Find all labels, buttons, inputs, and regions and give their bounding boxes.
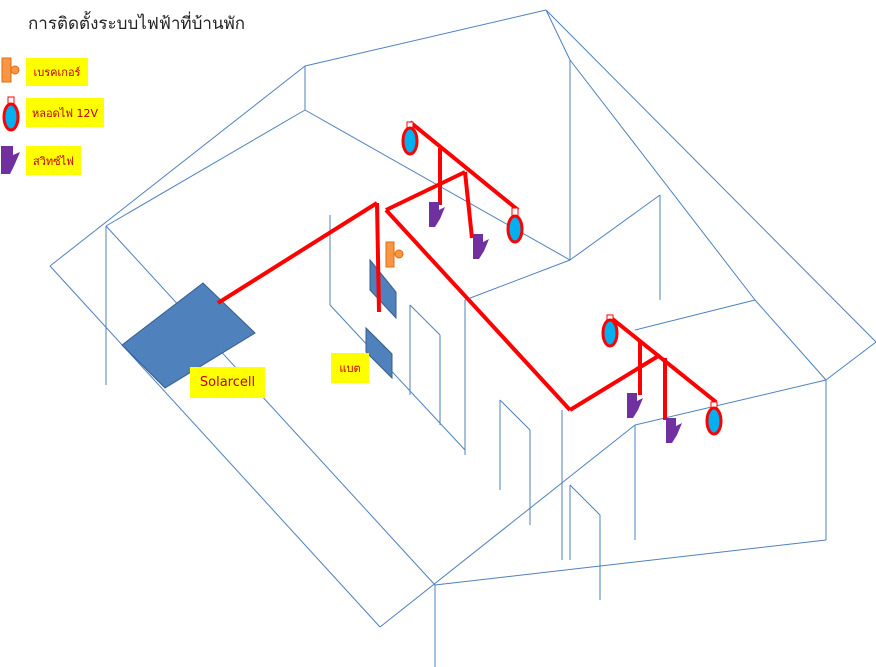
solarcell-label: Solarcell xyxy=(190,367,265,398)
solar-panel xyxy=(121,282,256,389)
battery-label: แบต xyxy=(331,353,369,383)
lamp-icon xyxy=(601,314,619,348)
legend-breaker-label: เบรคเกอร์ xyxy=(26,58,88,86)
switch-icon xyxy=(473,234,489,259)
lamp-icon xyxy=(401,121,419,156)
legend-switch-icon xyxy=(1,146,20,174)
switch-icon xyxy=(429,202,445,227)
legend-breaker-icon xyxy=(1,57,20,83)
lamp-icon xyxy=(506,207,524,244)
legend-lamp-icon xyxy=(2,96,20,132)
page-title: การติดตั้งระบบไฟฟ้าที่บ้านพัก xyxy=(28,14,246,34)
legend-switch-label: สวิทซ์ไฟ xyxy=(26,146,81,175)
breaker-icon xyxy=(385,241,404,268)
switch-icon xyxy=(627,393,643,418)
legend-lamp-label: หลอดไฟ 12V xyxy=(26,98,104,127)
switch-icon xyxy=(666,418,682,443)
lamp-icon xyxy=(705,401,723,436)
wires xyxy=(216,120,718,420)
battery-panel xyxy=(369,258,397,320)
battery-panel-2 xyxy=(365,326,393,380)
